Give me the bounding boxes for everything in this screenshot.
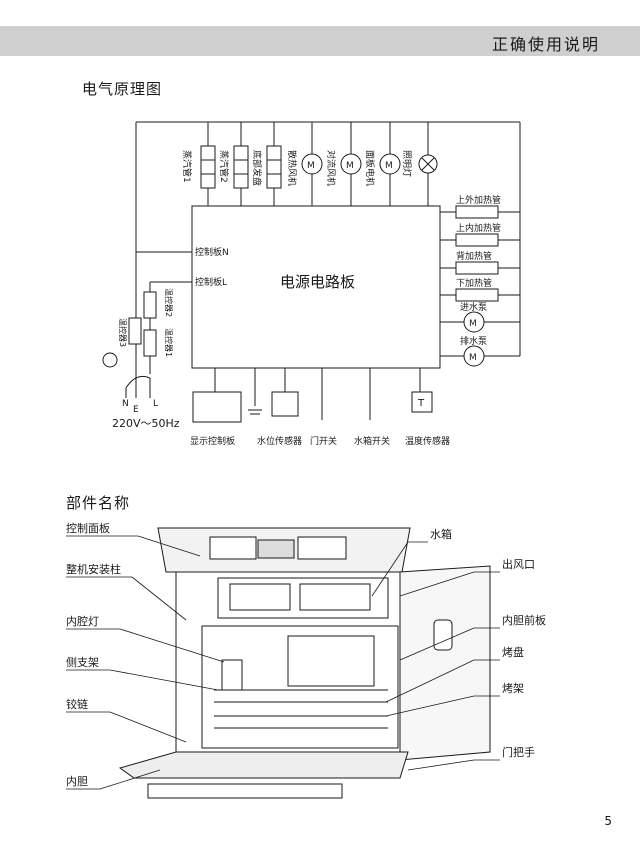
top-component-2: 蒸汽管2 — [218, 150, 230, 183]
part-label-inner-liner: 内胆 — [66, 774, 88, 788]
motor-symbol-1: M — [307, 161, 315, 171]
bottom-component-3: 门开关 — [310, 435, 337, 447]
section-title-parts: 部件名称 — [66, 494, 131, 512]
header-title: 正确使用说明 — [491, 35, 600, 54]
part-label-baking-tray: 烤盘 — [502, 645, 524, 659]
board-left-label-l: 控制板L — [195, 276, 227, 288]
plug-label-n: N — [122, 399, 129, 409]
bottom-component-5: 温度传感器 — [405, 435, 450, 447]
sensor-symbol: T — [417, 398, 425, 409]
right-component-3: 背加热管 — [456, 250, 492, 262]
part-label-cavity-lamp: 内腔灯 — [66, 614, 99, 628]
top-component-5: 对流风机 — [325, 150, 337, 186]
top-component-1: 蒸汽管1 — [181, 150, 193, 183]
part-label-door-handle: 门把手 — [502, 745, 535, 759]
part-label-hinge: 铰链 — [66, 697, 88, 711]
bottom-component-4: 水箱开关 — [354, 435, 390, 447]
part-label-water-tank: 水箱 — [430, 527, 452, 541]
part-label-mount-post: 整机安装柱 — [66, 562, 121, 576]
part-label-control-panel: 控制面板 — [66, 521, 110, 535]
supply-label: 220V～50Hz — [112, 417, 180, 430]
plug-label-e: E — [133, 405, 139, 415]
right-component-4: 下加热管 — [456, 277, 492, 289]
board-left-label-n: 控制板N — [195, 246, 229, 258]
thermostat-2: 温控器2 — [164, 288, 174, 317]
part-label-side-rack: 侧支架 — [66, 656, 99, 669]
pump-motor-symbol-1: M — [469, 319, 477, 329]
section-title-schematic: 电气原理图 — [82, 80, 163, 98]
board-label: 电源电路板 — [280, 273, 355, 291]
right-component-5: 进水泵 — [460, 301, 487, 313]
schematic-diagram — [102, 121, 521, 423]
header-bar: 正确使用说明 — [0, 26, 640, 56]
top-component-3: 底部发盘 — [251, 150, 263, 186]
motor-symbol-3: M — [385, 161, 393, 171]
pump-motor-symbol-2: M — [469, 353, 477, 363]
top-component-4: 散热风机 — [286, 150, 298, 186]
top-component-6: 面板电机 — [364, 150, 376, 186]
motor-symbol-2: M — [346, 161, 354, 171]
thermostat-1: 温控器1 — [164, 328, 174, 357]
top-component-7: 照明灯 — [401, 150, 412, 177]
thermostat-3: 温控器3 — [118, 318, 128, 347]
page-number: 5 — [604, 814, 612, 828]
right-component-2: 上内加热管 — [456, 222, 501, 234]
leader-lines — [66, 535, 500, 790]
oven-illustration — [118, 527, 491, 799]
bottom-component-1: 显示控制板 — [190, 435, 235, 447]
parts-labels: 控制面板 整机安装柱 内腔灯 侧支架 铰链 内胆 水箱 出风口 内胆前板 烤盘 … — [66, 521, 546, 788]
plug-label-l: L — [153, 399, 158, 409]
part-label-grill-rack: 烤架 — [502, 681, 524, 695]
schematic-text: 电源电路板 控制板N 控制板L 蒸汽管1 蒸汽管2 底部发盘 散热风机 对流风机… — [112, 150, 501, 447]
bottom-component-2: 水位传感器 — [257, 435, 302, 447]
part-label-liner-front: 内胆前板 — [502, 613, 546, 627]
part-label-air-outlet: 出风口 — [502, 557, 535, 571]
right-component-6: 排水泵 — [460, 335, 487, 347]
right-component-1: 上外加热管 — [456, 194, 501, 206]
